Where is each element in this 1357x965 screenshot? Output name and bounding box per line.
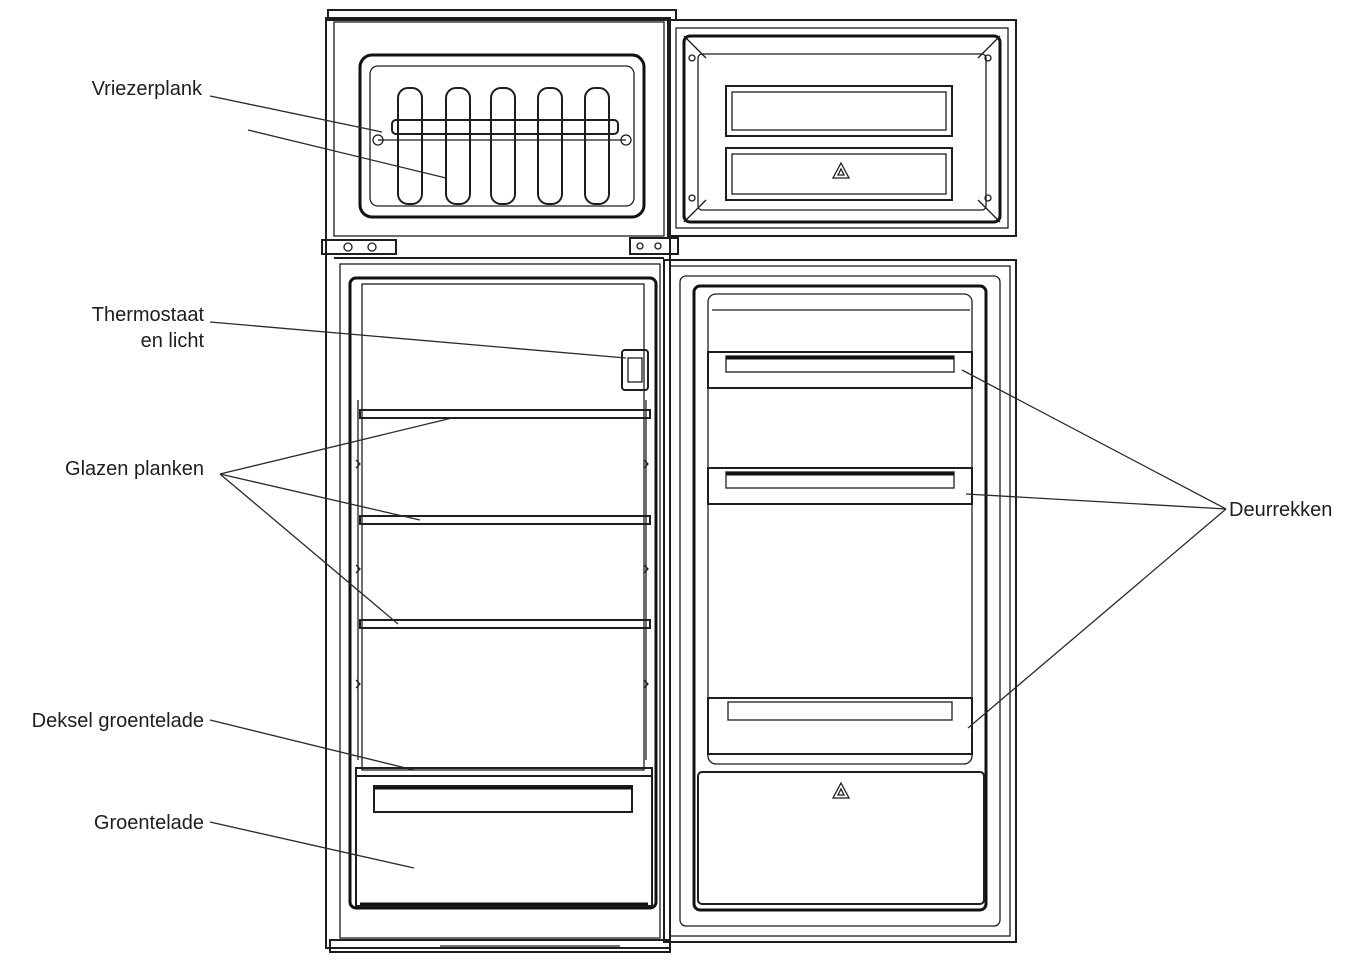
freezer-door: [667, 19, 1017, 237]
label-deksel-groentelade: Deksel groentelade: [32, 710, 204, 732]
shelf-rails: [355, 400, 649, 760]
fridge-liner: [348, 276, 658, 910]
recycle-icon: [831, 161, 851, 179]
glass-shelf-1: [359, 409, 651, 419]
leader-deurrekken-2: [965, 493, 1227, 510]
freezer-door-tray-lower: [725, 147, 953, 201]
freezer-liner: [358, 53, 646, 219]
crisper-drawer: [355, 775, 653, 907]
leader-vriezerplank-1: [209, 95, 383, 133]
crisper-cover: [355, 767, 653, 777]
label-thermostaat-line2: en licht: [141, 330, 205, 352]
freezer-door-tray-upper: [725, 85, 953, 137]
cabinet-outer: [325, 17, 671, 949]
leader-deurrekken-3: [967, 508, 1227, 729]
leader-vriezerplank-2: [247, 129, 447, 179]
label-thermostaat-line1: Thermostaat: [92, 304, 205, 326]
leader-deksel: [209, 719, 415, 771]
cabinet-top-cap: [327, 9, 677, 21]
middle-hinge-right: [629, 237, 679, 255]
door-rack-3: [707, 697, 973, 755]
label-vriezerplank: Vriezerplank: [92, 78, 203, 100]
cabinet-base: [329, 939, 671, 953]
freezer-door-outer: [667, 19, 1017, 237]
label-glazen-planken: Glazen planken: [65, 458, 204, 480]
freezer-frame: [333, 21, 665, 237]
thermostat-light: [621, 349, 649, 391]
freezer-compartment: [358, 53, 646, 219]
leader-lines: [209, 95, 1227, 869]
glass-shelf-3: [359, 619, 651, 629]
recycle-icon: [831, 781, 851, 799]
fridge-door: [663, 259, 1017, 943]
freezer-shelf: [372, 87, 632, 205]
labels: Vriezerplank Thermostaat en licht Glazen…: [32, 78, 1333, 834]
leader-glazen-2: [219, 473, 421, 521]
fridge-door-outer: [663, 259, 1017, 943]
fridge-compartment: [348, 276, 658, 910]
fridge-frame: [339, 263, 661, 939]
leader-glazen-3: [219, 473, 399, 625]
door-rack-2: [707, 467, 973, 505]
door-rack-1: [707, 351, 973, 389]
glass-shelf-2: [359, 515, 651, 525]
door-bottom-bin: [697, 771, 985, 905]
label-groentelade: Groentelade: [94, 812, 204, 834]
leader-thermostaat: [209, 321, 627, 359]
label-deurrekken: Deurrekken: [1229, 499, 1332, 521]
leader-deurrekken-1: [961, 369, 1227, 510]
leader-groentelade: [209, 821, 415, 869]
fridge-cabinet: [321, 9, 679, 953]
middle-hinge-left: [321, 239, 397, 255]
leader-glazen-1: [219, 417, 453, 475]
